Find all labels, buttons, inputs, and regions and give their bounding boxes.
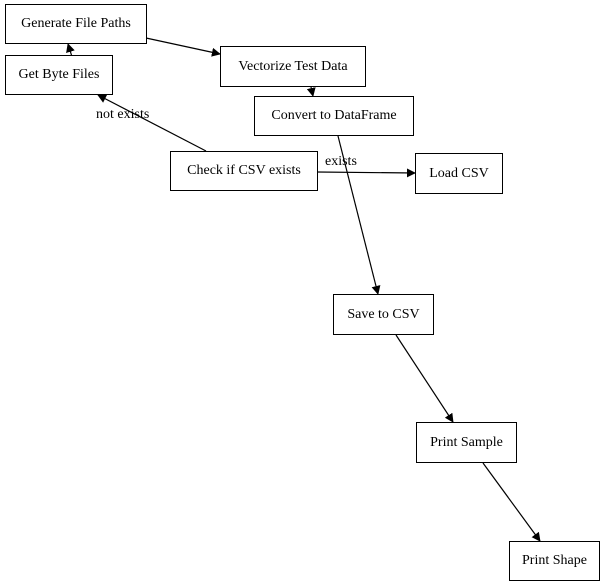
node-load-csv: Load CSV [415,153,503,194]
node-save-to-csv: Save to CSV [333,294,434,335]
edge-label-exists: exists [325,154,357,169]
node-print-sample: Print Sample [416,422,517,463]
node-vectorize-test-data: Vectorize Test Data [220,46,366,87]
node-generate-file-paths: Generate File Paths [5,4,147,44]
edge-print-sample-to-print-shape [482,462,541,542]
node-check-if-csv-exists: Check if CSV exists [170,151,318,191]
edge-check-to-get-byte-files [97,94,207,152]
edge-vectorize-to-convert [306,86,316,97]
node-get-byte-files: Get Byte Files [5,55,113,95]
edge-label-not-exists: not exists [96,107,150,122]
node-print-shape: Print Shape [509,541,600,581]
edge-check-to-load-csv [316,168,416,178]
edge-convert-to-save [337,135,381,295]
edge-generate-to-vectorize [145,37,221,57]
edge-save-to-print-sample [395,334,454,423]
node-convert-to-dataframe: Convert to DataFrame [254,96,414,136]
